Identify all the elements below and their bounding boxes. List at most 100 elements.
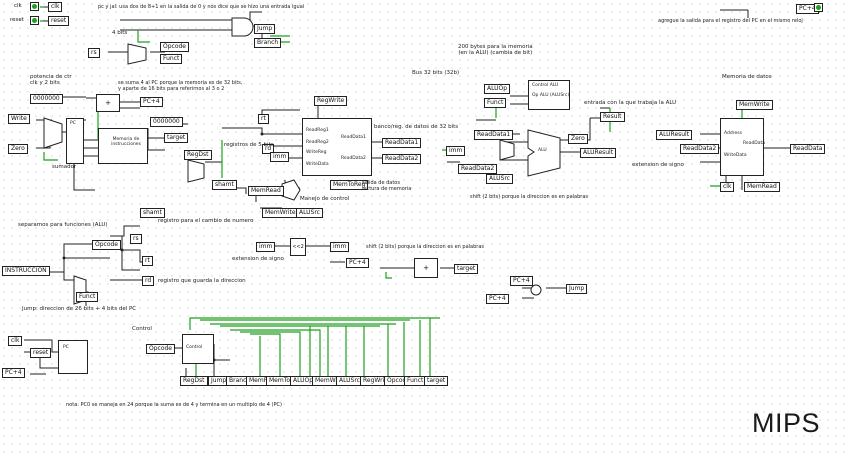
note-control-bottom: Control (132, 326, 152, 332)
pc-register-bl: PC (58, 340, 88, 374)
note-mux4: registro que guarda la direccion (158, 278, 246, 284)
pin-p2: Write (8, 114, 30, 124)
note-mux3: registro para el cambio de numero (158, 218, 254, 224)
pin-p31: target (164, 133, 189, 143)
pin-pc-plus4: PC+4 (140, 97, 163, 107)
note-bus: Bus 32 bits (32b) (412, 70, 460, 76)
pin-p15: Branch (254, 38, 282, 48)
pin-clk-bl: clk (8, 336, 23, 346)
pin-imm-ext: imm (256, 242, 276, 252)
note-mux2: registros de 5 bits (224, 142, 274, 148)
mux-rt (187, 159, 205, 183)
circuit-title: MIPS (752, 408, 821, 438)
sign-extend: <<2 (290, 238, 306, 256)
pin-p12: MemWrite (262, 208, 299, 218)
note-shift2: shift (2 bits) porque la direccion es en… (366, 244, 485, 250)
rf-writereg: WriteReg (306, 150, 327, 155)
pin-ext-out: imm (330, 242, 350, 252)
and-branch (281, 179, 301, 201)
note-mem: 200 bytes para la memoria (en la ALU) (c… (458, 44, 533, 56)
reset-label: reset (10, 17, 24, 23)
pc-label: PC (70, 121, 76, 126)
pin-shamt: shamt (140, 208, 165, 218)
pin-p22b: ReadData1 (474, 130, 514, 140)
mux-top (127, 43, 147, 65)
clk-label: clk (14, 3, 22, 9)
note-4bits: 4 bits (112, 30, 128, 36)
note-alu-top: se suma 4 al PC porque la memoria es de … (118, 80, 243, 92)
inst-mem-label: Memoria de instrucciones (111, 137, 141, 147)
pin-p27: rt (258, 114, 269, 124)
pin-pc4-c: PC+4 (510, 276, 533, 286)
note-memory: Memoria de datos (722, 74, 772, 80)
pin-p17: RegDst (184, 150, 212, 160)
note-read: lectura de memoria (362, 186, 412, 192)
pin-rs-split: rs (130, 234, 142, 244)
note-ext2: extension de signo (232, 256, 284, 262)
green-wires (40, 4, 820, 376)
pin-p13: ALUSrc (296, 208, 323, 218)
pin-p28: rd (262, 144, 275, 154)
pin-p20: Result (600, 112, 625, 122)
control-label: Control (186, 345, 203, 350)
pin-instruction[interactable]: INSTRUCCION (2, 266, 50, 276)
note-right: agregue la salida para el registro del P… (658, 18, 803, 24)
dm-writedata: WriteData (724, 153, 747, 158)
pin-rd2-mem: ReadData2 (680, 144, 720, 154)
note-ext: extension de signo (632, 162, 684, 168)
pin-readdata-out: ReadData (790, 144, 826, 154)
pin-p25b: Funct (484, 98, 507, 108)
note-jump: Jump: direccion de 26 bits + 4 bits del … (22, 306, 137, 312)
pin-branch-target: target (454, 264, 479, 274)
data-memory: Address WriteData ReadData (720, 118, 766, 176)
pin-funct-split: Funct (76, 292, 99, 302)
pin-p23b: ReadData2 (458, 164, 498, 174)
mux-alusrc (499, 139, 515, 161)
alu-shape (527, 129, 561, 177)
note-sum: sumador (52, 164, 77, 170)
pin-p29: imm (270, 152, 290, 162)
pin-p24: Opcode (160, 42, 190, 52)
adder-pc: + (96, 94, 120, 112)
rf-writedata: WriteData (306, 162, 329, 167)
pin-memwrite: MemWrite (736, 100, 773, 110)
clk-switch[interactable] (30, 2, 39, 11)
note-mux1: separamos para funciones (ALU) (18, 222, 108, 228)
pin-pc4-d: PC+4 (486, 294, 509, 304)
out-alusrc: ALUSrc (336, 376, 363, 386)
out-p31: target (424, 376, 449, 386)
reset-switch[interactable] (30, 16, 39, 25)
pin-rd2: ReadData2 (382, 154, 422, 164)
and-gate (231, 17, 254, 37)
instruction-memory: Memoria de instrucciones (98, 128, 148, 164)
note-bottom: nota: PC0 se maneja en 24 porque la suma… (66, 402, 282, 408)
clk-pin: clk (48, 2, 63, 12)
output-led (814, 3, 823, 12)
out-regdst: RegDst (180, 376, 208, 386)
reset-pin: reset (48, 16, 70, 26)
dm-address: Address (724, 131, 742, 136)
note-alu-in: entrada con la que trabaja la ALU (584, 100, 677, 106)
note-top: pc y jal: usa dos de 8+1 en la salida de… (98, 4, 305, 10)
note-shift: shift (2 bits) porque la direccion es en… (470, 194, 589, 200)
pin-zero: Zero (568, 134, 588, 144)
pin-p26: rs (88, 48, 100, 58)
note-funct: Manejo de control (300, 196, 350, 202)
pin-opcode-ctrl: Opcode (146, 344, 176, 354)
pin-p21: ALUResult (580, 148, 617, 158)
pc-register: PC (66, 118, 84, 164)
pin-clk-mem: clk (720, 182, 735, 192)
pin-rt-split: rt (142, 256, 153, 266)
pin-p16: Jump (254, 24, 276, 34)
note-potencia: potencia de ctr clk y 2 bits (30, 74, 72, 86)
rf-readdata2: ReadData2 (341, 156, 366, 161)
dm-readdata: ReadData (743, 141, 766, 146)
pin-reset-bl: reset (30, 348, 52, 358)
pin-p19: Zero (8, 144, 28, 154)
pin-p11: MemRead (248, 186, 284, 196)
pc-bl-label: PC (63, 345, 69, 350)
pin-jump-out: Jump (566, 284, 588, 294)
alu-ctrl-label: Control ALU (532, 83, 559, 88)
alu-label: ALU (538, 148, 547, 153)
